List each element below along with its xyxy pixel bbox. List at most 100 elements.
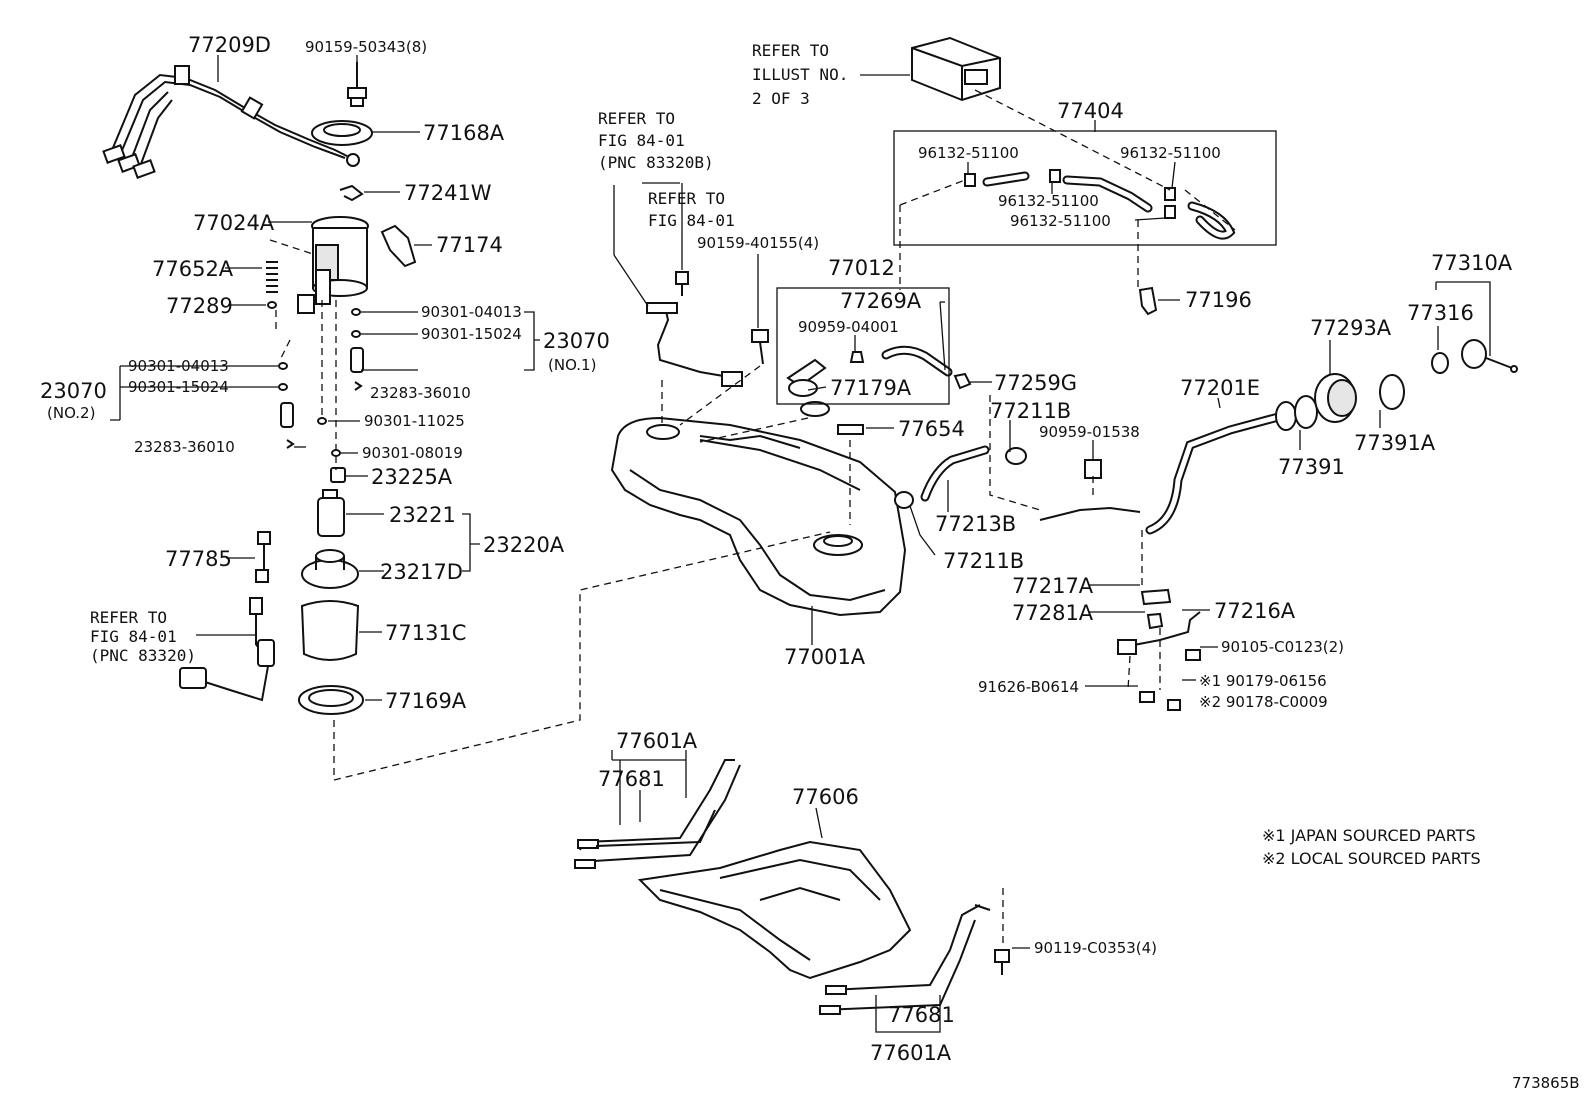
label-91626-B0614[interactable]: 91626-B0614	[978, 678, 1079, 696]
canister-drawing	[911, 36, 1001, 102]
label-77179A[interactable]: 77179A	[830, 376, 912, 400]
sender-83320B-drawing	[646, 271, 743, 387]
label-90301-11025[interactable]: 90301-11025	[364, 412, 465, 430]
gasket-77391-drawing	[1294, 395, 1318, 429]
label-77601A-lower[interactable]: 77601A	[870, 1041, 952, 1065]
label-96132-51100-b[interactable]: 96132-51100	[1120, 144, 1221, 162]
label-77174[interactable]: 77174	[436, 233, 503, 257]
label-77196[interactable]: 77196	[1185, 288, 1252, 312]
label-77391A[interactable]: 77391A	[1354, 431, 1436, 455]
diagram-id: 773865B	[1512, 1074, 1580, 1092]
filter-23070-drawing	[280, 347, 364, 449]
label-90179-06156[interactable]: ※1 90179-06156	[1199, 672, 1327, 690]
label-77785[interactable]: 77785	[165, 547, 232, 571]
label-77269A[interactable]: 77269A	[840, 289, 922, 313]
label-77316[interactable]: 77316	[1407, 301, 1474, 325]
bolt-90159-40155-drawing	[751, 329, 769, 365]
connector-77785-drawing	[255, 531, 271, 583]
spring-77652A-drawing	[266, 261, 278, 293]
label-90119-C0353[interactable]: 90119-C0353(4)	[1034, 939, 1157, 957]
gasket-77168A-drawing	[311, 120, 373, 146]
bolt-90159-50343-drawing	[347, 62, 367, 107]
brackets-drawing	[1117, 588, 1201, 655]
label-77213B[interactable]: 77213B	[935, 512, 1016, 536]
label-90159-40155[interactable]: 90159-40155(4)	[697, 234, 819, 252]
pad-77654-drawing	[837, 424, 864, 435]
gasket-77391A-drawing	[1379, 374, 1405, 410]
fuel-line-harness-drawing	[102, 65, 360, 179]
label-90178-C0009[interactable]: ※2 90178-C0009	[1199, 693, 1328, 711]
label-77601A-upper[interactable]: 77601A	[616, 729, 698, 753]
label-77310A[interactable]: 77310A	[1431, 251, 1513, 275]
ref-fig-84-01-pnc-83320b: REFER TO FIG 84-01 (PNC 83320B)	[598, 109, 714, 172]
label-96132-51100-d[interactable]: 96132-51100	[1010, 212, 1111, 230]
part-23225A-drawing	[330, 467, 346, 483]
box-77012	[776, 287, 950, 405]
label-no1: (NO.1)	[548, 356, 596, 374]
clamp-90959-01538-drawing	[1084, 459, 1102, 479]
filler-pipe-drawing	[1039, 401, 1297, 535]
protector-77606-drawing	[637, 840, 912, 980]
label-77259G[interactable]: 77259G	[994, 371, 1077, 395]
label-90159-50343[interactable]: 90159-50343(8)	[305, 38, 427, 56]
sender-gauge-drawing	[179, 597, 275, 702]
label-23225A[interactable]: 23225A	[371, 465, 453, 489]
part-drawings	[102, 36, 1518, 1015]
hoses-77404-drawing	[964, 169, 1236, 240]
label-23283-36010-b[interactable]: 23283-36010	[134, 438, 235, 456]
o-rings-drawing	[278, 308, 361, 457]
tank-strap-lower-drawing	[819, 904, 991, 1015]
label-77001A[interactable]: 77001A	[784, 645, 866, 669]
label-90301-04013-b[interactable]: 90301-04013	[128, 357, 229, 375]
label-77654[interactable]: 77654	[898, 417, 965, 441]
label-77012[interactable]: 77012	[828, 256, 895, 280]
reference-notes: REFER TO ILLUST NO. 2 OF 3 REFER TO FIG …	[90, 41, 848, 665]
label-90959-04001[interactable]: 90959-04001	[798, 318, 899, 336]
label-90301-15024-a[interactable]: 90301-15024	[421, 325, 522, 343]
label-77201E[interactable]: 77201E	[1180, 376, 1260, 400]
label-23217D[interactable]: 23217D	[380, 560, 463, 584]
ring-77169A-drawing	[298, 685, 364, 715]
label-90105-C0123[interactable]: 90105-C0123(2)	[1221, 638, 1344, 656]
label-77281A[interactable]: 77281A	[1012, 601, 1094, 625]
label-77681-lower[interactable]: 77681	[888, 1003, 955, 1027]
label-90959-01538[interactable]: 90959-01538	[1039, 423, 1140, 441]
label-23070-no1[interactable]: 23070	[543, 329, 610, 353]
label-77024A[interactable]: 77024A	[193, 211, 275, 235]
label-77681-upper[interactable]: 77681	[598, 767, 665, 791]
label-90301-15024-b[interactable]: 90301-15024	[128, 378, 229, 396]
label-23070-no2[interactable]: 23070	[40, 379, 107, 403]
label-77169A[interactable]: 77169A	[385, 689, 467, 713]
label-96132-51100-a[interactable]: 96132-51100	[918, 144, 1019, 162]
label-77131C[interactable]: 77131C	[385, 621, 466, 645]
assembly-77012-drawing	[786, 345, 953, 417]
fuel-pump-assembly-drawing	[297, 216, 369, 314]
label-77168A[interactable]: 77168A	[423, 121, 505, 145]
label-23221[interactable]: 23221	[389, 503, 456, 527]
label-77652A[interactable]: 77652A	[152, 257, 234, 281]
note-local-sourced: ※2 LOCAL SOURCED PARTS	[1262, 849, 1481, 868]
label-77241W[interactable]: 77241W	[404, 181, 492, 205]
label-96132-51100-c[interactable]: 96132-51100	[998, 192, 1099, 210]
label-90301-04013-a[interactable]: 90301-04013	[421, 303, 522, 321]
label-23283-36010-a[interactable]: 23283-36010	[370, 384, 471, 402]
label-77606[interactable]: 77606	[792, 785, 859, 809]
label-77211B-a[interactable]: 77211B	[990, 399, 1071, 423]
label-90301-08019[interactable]: 90301-08019	[362, 444, 463, 462]
label-77211B-b[interactable]: 77211B	[943, 549, 1024, 573]
label-23220A[interactable]: 23220A	[483, 533, 565, 557]
clamp-77196-drawing	[1138, 286, 1158, 316]
label-77209D[interactable]: 77209D	[188, 33, 271, 57]
label-77217A[interactable]: 77217A	[1012, 574, 1094, 598]
label-77404[interactable]: 77404	[1057, 99, 1124, 123]
fuel-cap-drawing	[1431, 339, 1518, 374]
label-77216A[interactable]: 77216A	[1214, 599, 1296, 623]
ring-77289-drawing	[267, 301, 277, 309]
label-77391[interactable]: 77391	[1278, 455, 1345, 479]
box-77404	[893, 130, 1277, 246]
sleeve-77131C-drawing	[300, 600, 360, 661]
label-77289[interactable]: 77289	[166, 294, 233, 318]
bolts-lower-drawing	[994, 649, 1201, 975]
label-77293A[interactable]: 77293A	[1310, 316, 1392, 340]
